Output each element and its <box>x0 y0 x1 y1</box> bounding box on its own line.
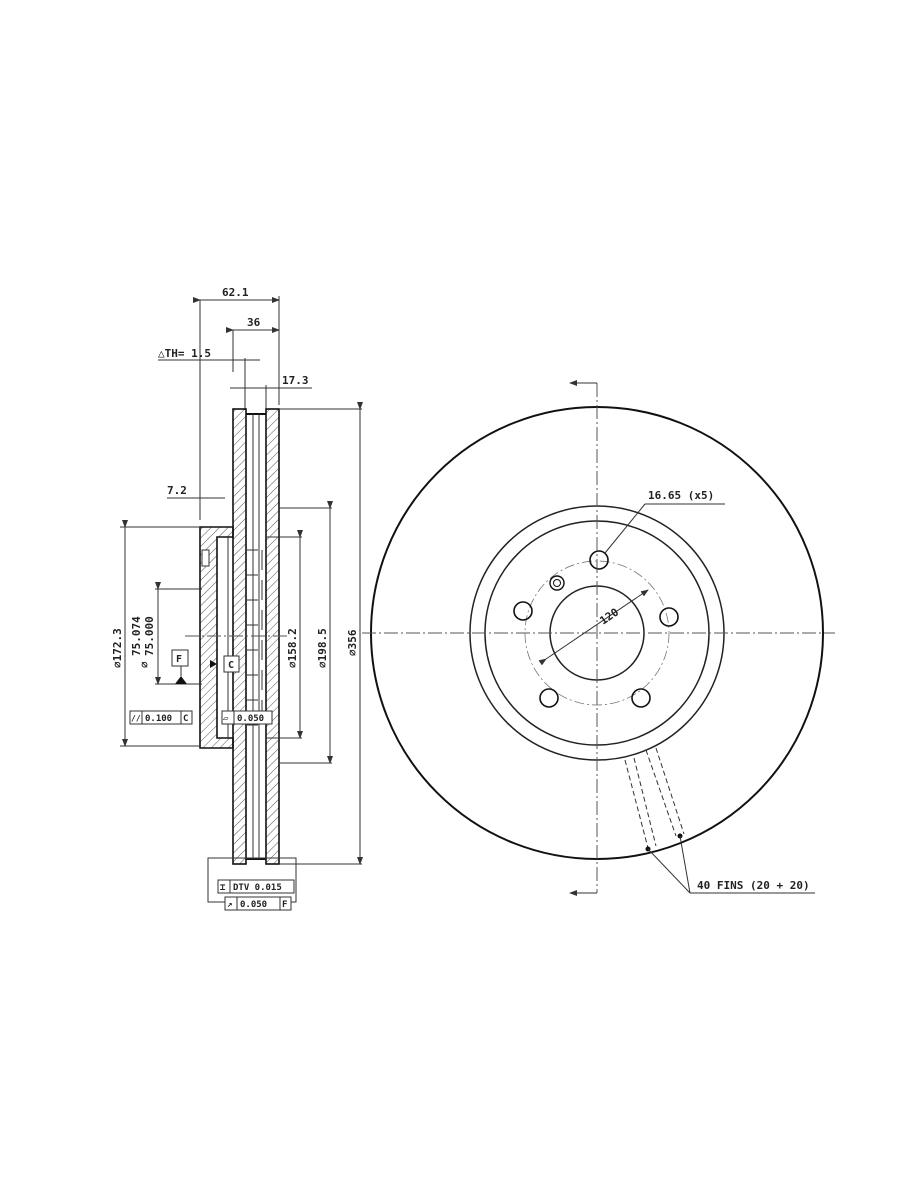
datum-f: F <box>176 654 182 665</box>
fins-label: 40 FINS (20 + 20) <box>697 879 810 892</box>
datum-f-box <box>171 649 189 667</box>
svg-text:C: C <box>183 714 188 724</box>
section-view: 62.1 36 △TH= 1.5 17.3 7.2 ⌀172.3 <box>111 286 363 911</box>
dim-198-5: ⌀198.5 <box>316 628 329 668</box>
svg-text://: // <box>131 714 141 723</box>
datum-c-box <box>223 655 240 673</box>
svg-text:0.050: 0.050 <box>240 900 267 910</box>
dim-bore-symbol: ⌀ <box>138 661 151 668</box>
fins-indicator <box>624 747 815 894</box>
vent-fins <box>246 549 263 726</box>
bolt-circle-label: 120 <box>597 606 621 628</box>
dim-bore-min: 75.000 <box>143 616 156 656</box>
dim-172-3: ⌀172.3 <box>111 628 124 668</box>
dim-17-3: 17.3 <box>282 374 309 387</box>
dim-36: 36 <box>247 316 261 329</box>
svg-text:F: F <box>282 900 287 910</box>
dim-356: ⌀356 <box>346 629 359 656</box>
bolt-hole-label: 16.65 (x5) <box>648 489 714 502</box>
svg-text:0.050: 0.050 <box>237 714 264 724</box>
dim-62-1: 62.1 <box>222 286 249 299</box>
tol-dtv: ⌶ DTV 0.015 <box>217 879 295 894</box>
svg-text:⌶: ⌶ <box>220 883 226 893</box>
dim-delta-th: △TH= 1.5 <box>158 347 211 360</box>
svg-text:↗: ↗ <box>227 900 232 910</box>
datum-c: C <box>228 660 234 671</box>
dim-bore-max: 75.074 <box>130 616 143 656</box>
dim-7-2: 7.2 <box>167 484 187 497</box>
bolt-holes <box>513 550 679 708</box>
dim-158-2: ⌀158.2 <box>286 628 299 668</box>
tol-parallelism: // 0.100 C <box>129 710 193 725</box>
front-view: 16.65 (x5) 120 40 FINS (20 + 20) <box>362 380 835 896</box>
tol-runout: ↗ 0.050 F <box>224 896 292 911</box>
svg-text:DTV 0.015: DTV 0.015 <box>233 883 282 893</box>
svg-text:▱: ▱ <box>223 714 229 724</box>
tol-flatness: ▱ 0.050 <box>221 710 273 725</box>
svg-text:0.100: 0.100 <box>145 714 172 724</box>
hat-section <box>199 526 234 749</box>
